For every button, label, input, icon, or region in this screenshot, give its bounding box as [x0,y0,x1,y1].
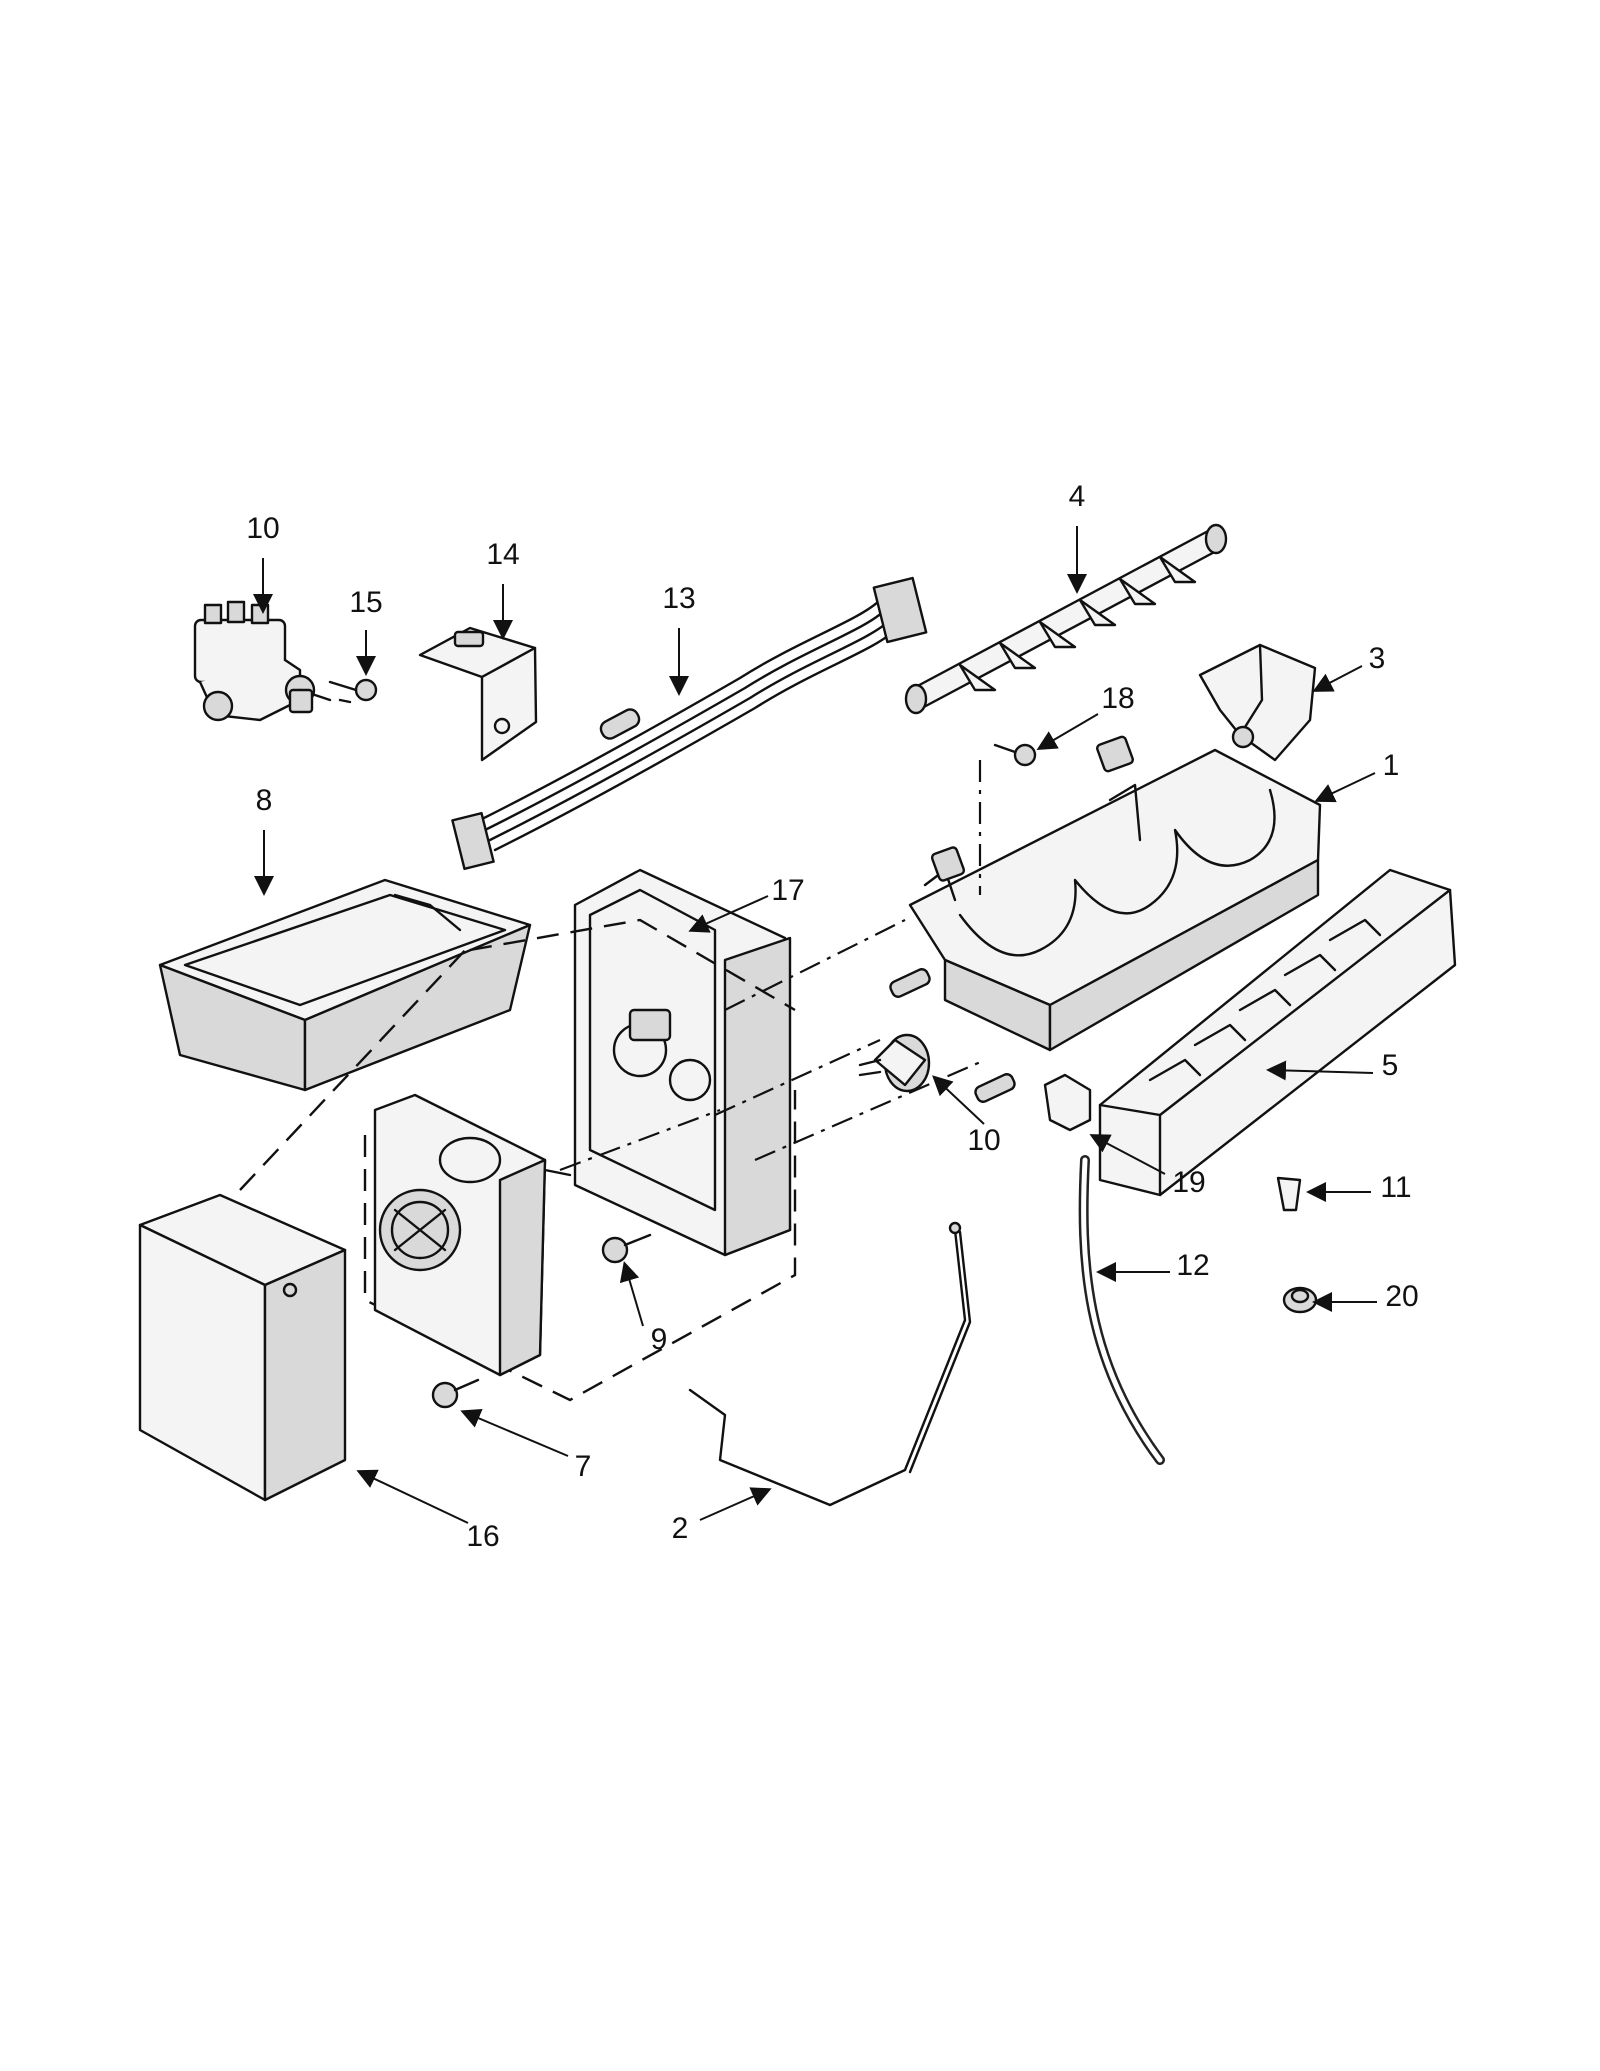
callout-c19: 19 [1089,1134,1206,1199]
callout-c17: 17 [688,874,805,933]
leader-arrow [619,1261,644,1327]
plug-11 [1276,1176,1302,1212]
callout-c5: 5 [1266,1049,1399,1082]
callout-number: 9 [651,1323,668,1356]
nut-20 [1282,1286,1318,1314]
thermostat [858,1033,931,1093]
callout-c7: 7 [460,1409,592,1483]
leader-arrow [699,1487,772,1521]
callout-number: 15 [349,586,382,619]
callout-number: 8 [256,784,273,817]
callout-c10a: 10 [246,512,280,614]
leader-arrow [1036,713,1099,751]
screw-9 [601,1233,652,1264]
screw-18 [993,743,1037,767]
module-group-boundary [239,918,797,1402]
callout-c18: 18 [1036,682,1135,751]
callout-c2: 2 [672,1487,772,1545]
callout-c1: 1 [1314,749,1400,803]
clip-19 [1043,1073,1092,1132]
screw-15 [328,678,378,702]
front-panel [1098,868,1457,1197]
leader-arrow [688,895,769,933]
callout-c11: 11 [1306,1171,1412,1204]
fill-tube [1078,1155,1165,1465]
callout-c4: 4 [1067,480,1087,594]
housing-cover [138,1193,347,1502]
callout-number: 19 [1172,1166,1205,1199]
callout-c20: 20 [1312,1280,1419,1313]
ice-mold [908,735,1322,1052]
leader-arrow [1089,1134,1166,1175]
ejector-arm [904,523,1228,715]
mold-pins [889,968,1016,1103]
callout-number: 10 [967,1124,1000,1157]
control-module [573,868,792,1257]
callout-number: 1 [1383,749,1400,782]
callout-number: 3 [1369,642,1386,675]
callout-c3: 3 [1312,642,1386,692]
callout-number: 17 [771,874,804,907]
callout-number: 4 [1069,480,1086,513]
bail-arm [688,1221,972,1507]
wire-harness [451,576,928,871]
callout-c14: 14 [486,538,520,640]
callout-number: 16 [466,1520,499,1553]
callout-number: 7 [575,1450,592,1483]
callout-c12: 12 [1096,1249,1210,1282]
cover-3 [1198,643,1317,762]
callout-number: 14 [486,538,519,571]
callout-c9: 9 [619,1261,668,1356]
callout-c8: 8 [254,784,274,896]
leader-arrow [1314,772,1376,803]
callout-c15: 15 [349,586,383,676]
callout-number: 13 [662,582,695,615]
callout-c16: 16 [356,1469,500,1553]
leader-arrow [1312,665,1363,692]
callout-number: 10 [246,512,279,545]
bracket-14 [418,626,538,762]
callout-c10b: 10 [932,1075,1001,1157]
callout-c13: 13 [662,582,696,696]
water-valve [193,600,352,722]
callout-number: 20 [1385,1280,1418,1313]
ice-tray [158,878,532,1092]
callout-number: 11 [1380,1171,1411,1204]
motor-plate [373,1093,572,1377]
callout-number: 5 [1382,1049,1399,1082]
leader-arrow [356,1469,469,1524]
leader-arrow [932,1075,985,1125]
screw-7 [431,1378,480,1409]
callout-number: 12 [1176,1249,1209,1282]
leader-arrow [1266,1060,1374,1081]
leader-arrow [460,1409,569,1457]
assembly-lines [559,760,986,1172]
callout-number: 2 [672,1512,689,1545]
callout-number: 18 [1101,682,1134,715]
